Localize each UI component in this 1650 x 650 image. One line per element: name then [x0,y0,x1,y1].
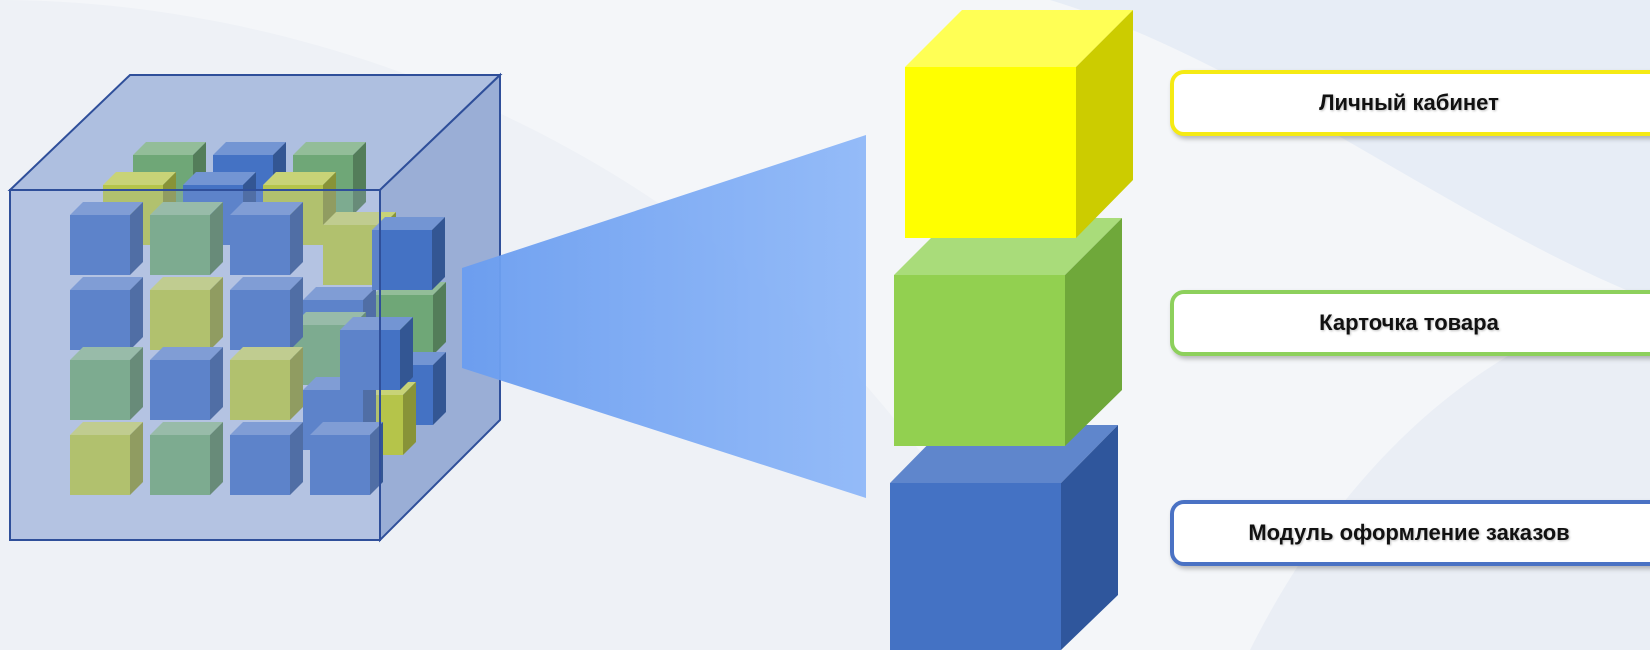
module-label-text: Карточка товара [1319,310,1499,335]
module-label-personal-account: Личный кабинет [1170,70,1650,136]
inner-cube [372,217,445,290]
container-cube-front [9,189,381,541]
inner-cube [340,317,413,390]
extraction-beam [462,135,866,498]
inner-cube [230,422,303,495]
inner-cube [70,347,143,420]
inner-cube [230,277,303,350]
module-label-text: Личный кабинет [1319,90,1499,115]
monolith-inner-cubes [70,142,446,495]
module-label-product-card: Карточка товара [1170,290,1650,356]
big-cube-blue [890,425,1118,650]
big-cube-yellow [905,10,1133,238]
inner-cube [70,277,143,350]
inner-cube [70,202,143,275]
inner-cube [230,347,303,420]
inner-cube [70,422,143,495]
module-label-text: Модуль оформление заказов [1248,520,1570,545]
inner-cube [150,202,223,275]
big-cube-green [894,218,1122,446]
module-label-order-checkout: Модуль оформление заказов [1170,500,1650,566]
inner-cube [150,422,223,495]
inner-cube [230,202,303,275]
inner-cube [150,277,223,350]
inner-cube [150,347,223,420]
